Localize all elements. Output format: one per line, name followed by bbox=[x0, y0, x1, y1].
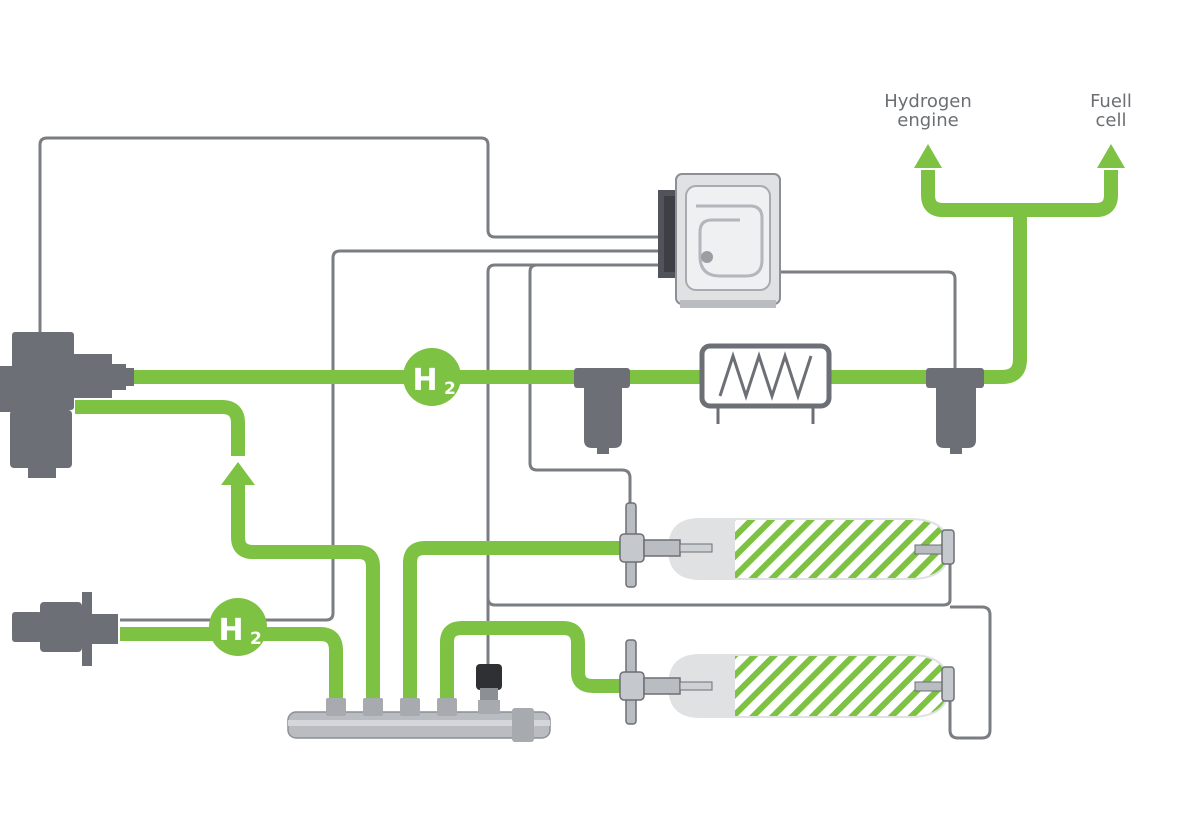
signal-line-tank2-valve bbox=[948, 605, 992, 740]
signal-line-tank1-valve bbox=[486, 560, 952, 607]
svg-text:Fuell: Fuell bbox=[1090, 91, 1132, 112]
hydrogen-tank-icon bbox=[668, 518, 950, 580]
signal-lines bbox=[38, 136, 992, 740]
signal-line-sensor-to-ecu bbox=[486, 263, 680, 672]
h2-branch-line bbox=[921, 170, 1118, 217]
h2-tank1-line bbox=[403, 541, 626, 700]
signal-line-ecu-to-filter bbox=[775, 270, 957, 370]
pressure-regulator-icon bbox=[0, 332, 134, 478]
refueling-receptacle-icon bbox=[12, 592, 118, 666]
svg-text:2: 2 bbox=[250, 629, 262, 649]
tank-end-valve-icon bbox=[914, 666, 955, 702]
h2-return-line bbox=[75, 400, 245, 456]
distribution-rail-icon bbox=[287, 698, 551, 742]
pressure-sensor-icon bbox=[476, 664, 502, 714]
label-hydrogen-engine: Hydrogen engine bbox=[884, 91, 972, 131]
svg-text:cell: cell bbox=[1096, 110, 1127, 131]
tank-end-valve-icon bbox=[914, 529, 955, 565]
flow-arrows bbox=[221, 144, 1125, 485]
h2-badge-refuel: H 2 bbox=[209, 598, 267, 656]
arrow-up-icon bbox=[221, 462, 255, 485]
svg-text:H: H bbox=[412, 363, 437, 398]
svg-text:engine: engine bbox=[897, 110, 958, 131]
signal-line-receptacle-to-ecu bbox=[120, 249, 680, 622]
arrow-up-icon bbox=[1097, 144, 1125, 168]
svg-text:Hydrogen: Hydrogen bbox=[884, 91, 972, 112]
h2-tank2-line bbox=[440, 621, 626, 700]
arrow-up-icon bbox=[914, 144, 942, 168]
heat-exchanger-icon bbox=[699, 343, 832, 424]
label-fuel-cell: Fuell cell bbox=[1090, 91, 1132, 131]
tank-valve-icon bbox=[619, 502, 713, 588]
tank-valve-icon bbox=[619, 639, 713, 725]
h2-refuel-line bbox=[120, 627, 343, 700]
filter-icon bbox=[574, 368, 630, 454]
svg-text:H: H bbox=[218, 613, 243, 648]
hydrogen-tank-icon bbox=[668, 654, 950, 718]
svg-text:2: 2 bbox=[444, 379, 456, 399]
control-unit-icon bbox=[658, 173, 781, 308]
h2-rail-return-line bbox=[231, 480, 380, 700]
filter-icon bbox=[926, 368, 984, 454]
h2-main-line bbox=[130, 210, 1027, 384]
signal-line-valve1-to-ecu bbox=[528, 263, 632, 505]
signal-line-regulator-to-ecu bbox=[38, 136, 680, 336]
h2-badge-main: H 2 bbox=[403, 348, 461, 406]
h2-flow-lines bbox=[75, 170, 1118, 700]
